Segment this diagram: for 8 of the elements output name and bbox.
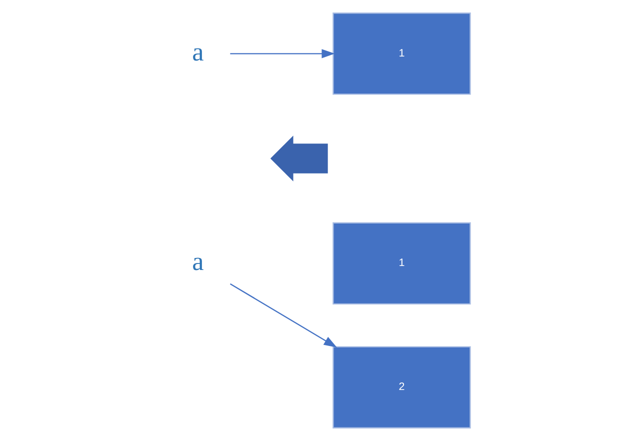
node-arrow: [270, 136, 328, 182]
node-box: 2: [332, 346, 471, 428]
node-text: a: [192, 247, 204, 276]
arrow: [230, 49, 335, 58]
node-text: a: [192, 37, 204, 66]
node-box: 1: [332, 222, 471, 305]
node-box: 1: [332, 12, 471, 95]
arrow: [230, 283, 337, 348]
